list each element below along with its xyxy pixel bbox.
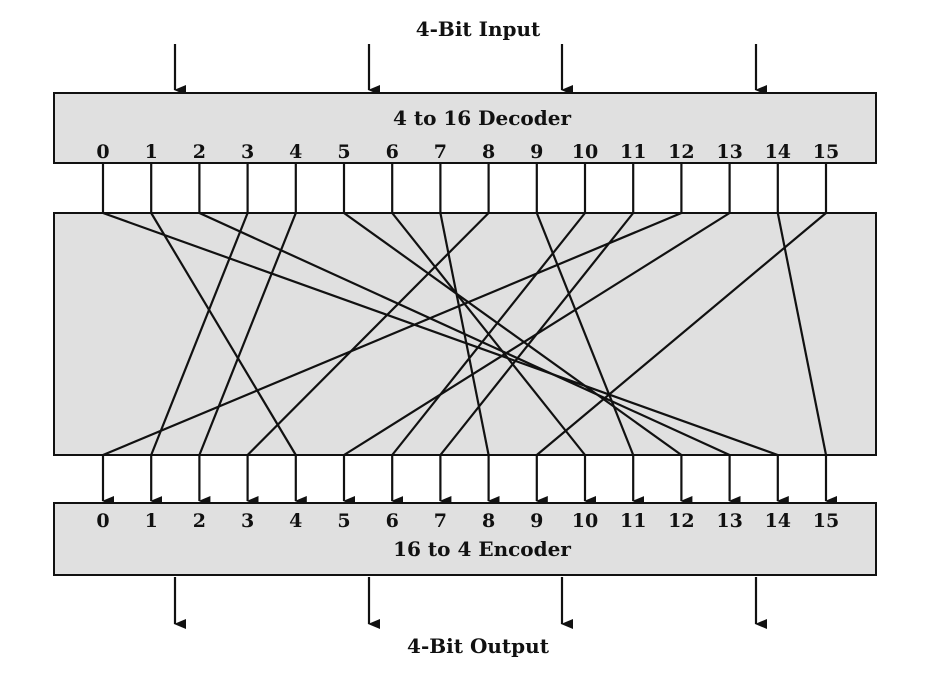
permutation-wire-8 [246, 212, 490, 456]
encoder-port-9: 9 [530, 510, 543, 532]
permutation-wire-1 [150, 212, 297, 456]
permutation-wire-5 [343, 212, 683, 456]
decoder-output-wires [101, 163, 828, 213]
decoder-label: 4 to 16 Decoder [393, 106, 572, 130]
decoder-port-3: 3 [241, 141, 254, 163]
output-arrows [173, 577, 767, 629]
permutation-wire-15 [536, 212, 827, 456]
encoder-port-8: 8 [482, 510, 495, 532]
decoder-port-14: 14 [765, 141, 791, 163]
decoder-port-2: 2 [193, 141, 206, 163]
encoder-port-7: 7 [434, 510, 447, 532]
encoder-port-2: 2 [193, 510, 206, 532]
encoder-label: 16 to 4 Encoder [393, 537, 571, 561]
decoder-port-4: 4 [289, 141, 302, 163]
decoder-port-11: 11 [620, 141, 646, 163]
output-label: 4-Bit Output [407, 634, 550, 658]
permutation-wire-14 [776, 212, 828, 456]
encoder-port-14: 14 [765, 510, 791, 532]
encoder-port-4: 4 [289, 510, 302, 532]
permutation-wire-3 [150, 212, 249, 456]
encoder-port-6: 6 [386, 510, 399, 532]
decoder-port-15: 15 [813, 141, 839, 163]
encoder-port-1: 1 [145, 510, 158, 532]
encoder-port-11: 11 [620, 510, 646, 532]
permutation-wire-4 [198, 212, 297, 456]
permutation-wire-10 [391, 212, 586, 456]
decoder-port-8: 8 [482, 141, 495, 163]
decoder-port-7: 7 [434, 141, 447, 163]
decoder-port-12: 12 [668, 141, 694, 163]
encoder-port-12: 12 [668, 510, 694, 532]
decoder-port-0: 0 [96, 141, 109, 163]
decoder-port-10: 10 [572, 141, 598, 163]
encoder-input-arrows [101, 455, 837, 506]
permutation-wire-12 [102, 211, 682, 457]
encoder-port-13: 13 [716, 510, 742, 532]
encoder-port-10: 10 [572, 510, 598, 532]
encoder-box [53, 502, 877, 576]
input-arrows [173, 44, 767, 95]
decoder-port-9: 9 [530, 141, 543, 163]
decoder-port-13: 13 [716, 141, 742, 163]
permutation-wire-13 [343, 212, 731, 456]
decoder-port-5: 5 [337, 141, 350, 163]
encoder-port-0: 0 [96, 510, 109, 532]
encoder-port-5: 5 [337, 510, 350, 532]
encoder-port-15: 15 [813, 510, 839, 532]
decoder-port-1: 1 [145, 141, 158, 163]
decoder-box [53, 92, 877, 164]
input-label: 4-Bit Input [416, 17, 541, 41]
decoder-port-6: 6 [386, 141, 399, 163]
encoder-port-3: 3 [241, 510, 254, 532]
permutation-wire-0 [102, 211, 779, 457]
permutation-wires [102, 211, 828, 457]
